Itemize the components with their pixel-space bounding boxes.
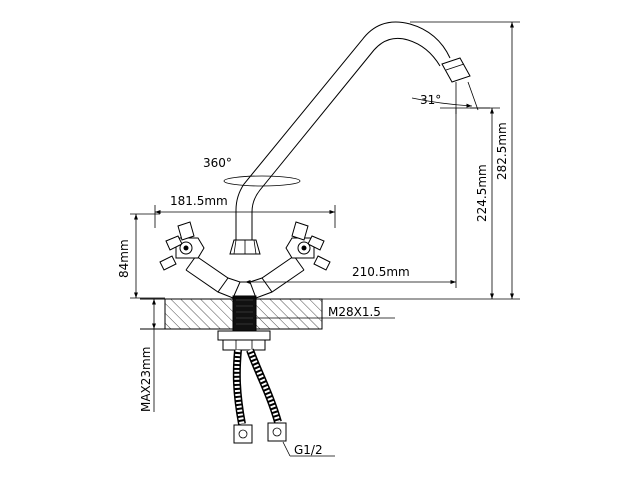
outlet-height-label: 224.5mm (475, 164, 489, 222)
spout-reach-label: 210.5mm (352, 265, 410, 279)
spout (235, 21, 471, 240)
dimension-outlet-height: 224.5mm (322, 107, 520, 300)
left-handle (159, 221, 205, 271)
spout-angle-label: 31° (420, 93, 441, 107)
dimension-hose-thread: G1/2 (282, 441, 335, 457)
dimension-spout-angle: 31° (411, 81, 490, 114)
rotation-label: 360° (203, 156, 232, 170)
max-thickness-label: MAX23mm (139, 347, 153, 412)
dimension-max-thickness: MAX23mm (139, 299, 156, 412)
right-handle (285, 221, 331, 271)
handle-spacing-label: 181.5mm (170, 194, 228, 208)
rotation-indicator: 360° (203, 156, 301, 187)
dimension-handle-height: 84mm (117, 213, 165, 299)
mount-thread-label: M28X1.5 (328, 305, 381, 319)
handle-height-label: 84mm (117, 239, 131, 278)
faucet-body (185, 255, 305, 299)
spout-collar (229, 239, 261, 255)
dimension-total-height: 282.5mm (410, 21, 520, 299)
hose-nut-right (267, 422, 287, 442)
dimension-mount-thread: M28X1.5 (256, 305, 395, 319)
hose-nut-left (233, 424, 253, 444)
flex-hoses (232, 348, 282, 425)
mounting-nut (217, 330, 271, 351)
dimension-handle-spacing: 181.5mm (154, 194, 336, 228)
dimension-spout-reach: 210.5mm (245, 108, 457, 288)
hose-thread-label: G1/2 (294, 443, 323, 457)
mounting-stud (232, 295, 257, 333)
countertop-section (140, 298, 323, 330)
total-height-label: 282.5mm (495, 122, 509, 180)
